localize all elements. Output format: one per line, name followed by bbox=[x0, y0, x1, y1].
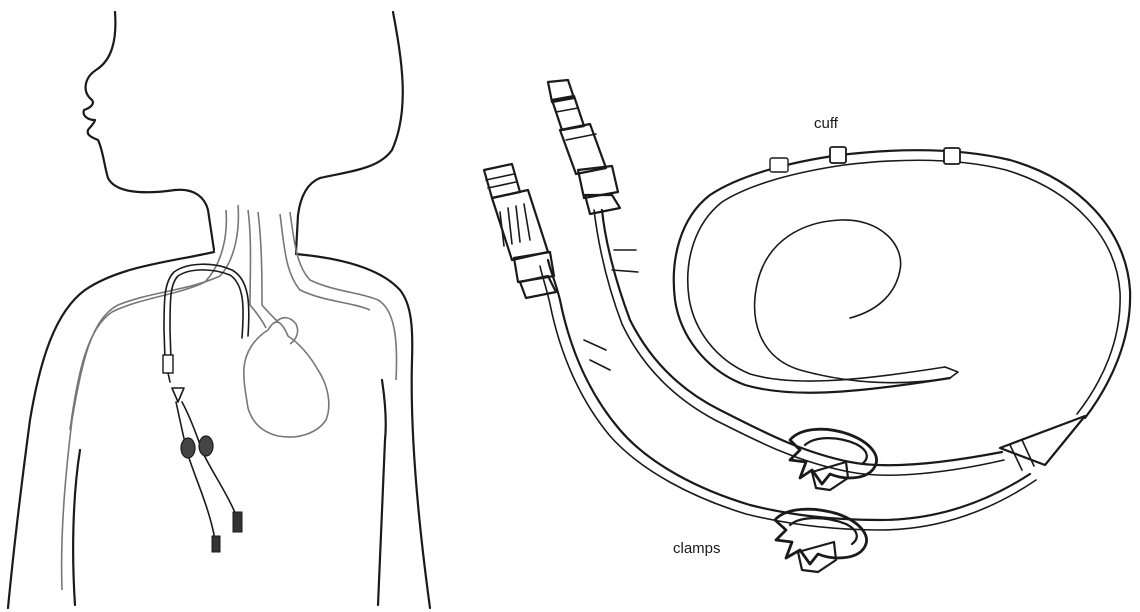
catheter-y-junction bbox=[1000, 416, 1085, 465]
clamp-lower-loop bbox=[790, 518, 857, 544]
loop-cuff-3 bbox=[770, 158, 788, 172]
body-clamp-left bbox=[181, 438, 195, 458]
catheter-tip bbox=[945, 367, 958, 378]
child-face-outline bbox=[84, 12, 214, 250]
catheter-lumen-right bbox=[182, 402, 236, 515]
child-back-head-outline bbox=[296, 12, 403, 252]
connector-lower bbox=[484, 164, 556, 298]
heart-vessel-top bbox=[276, 318, 298, 344]
child-left-arm-outer bbox=[8, 252, 214, 608]
clamp-upper-loop bbox=[805, 438, 867, 464]
vessel-left-subclavian-inner bbox=[70, 210, 226, 430]
body-hub-left bbox=[212, 536, 220, 552]
connector-lower-ring bbox=[486, 174, 516, 188]
vessel-right-subclavian bbox=[290, 212, 397, 380]
loop-cuff-2 bbox=[944, 148, 960, 164]
lumen-upper-inner bbox=[594, 210, 1004, 475]
body-clamp-right bbox=[199, 436, 213, 456]
connector-lower-nut bbox=[514, 252, 554, 282]
catheter-detail bbox=[484, 80, 1130, 572]
catheter-tunnel bbox=[170, 270, 243, 360]
lumen-lower-inner bbox=[540, 266, 1036, 530]
catheter-cuff-body bbox=[163, 355, 173, 373]
vessel-vena-cava bbox=[250, 305, 278, 328]
child-figure bbox=[8, 12, 430, 608]
heart-outline bbox=[244, 322, 329, 437]
connector-lower-cap bbox=[484, 164, 520, 198]
clamps-label: clamps bbox=[673, 540, 721, 557]
vessel-jugular bbox=[248, 210, 262, 305]
connector-upper-nut bbox=[578, 166, 618, 198]
child-left-arm-inner bbox=[73, 450, 80, 605]
loop-cuff-1 bbox=[830, 147, 846, 163]
catheter-lower-line bbox=[168, 373, 170, 382]
catheter-lumen-left bbox=[176, 402, 215, 540]
catheter-inner-coil bbox=[755, 220, 950, 383]
child-right-arm-inner bbox=[378, 380, 386, 605]
lumen-upper-sleeve bbox=[612, 250, 638, 272]
vessel-left-subclavian bbox=[62, 205, 239, 590]
catheter-outer-loop-inner bbox=[688, 160, 1120, 414]
body-hub-right bbox=[233, 512, 242, 532]
cuff-label: cuff bbox=[814, 115, 838, 132]
implanted-catheter bbox=[163, 264, 249, 552]
connector-upper bbox=[548, 80, 620, 214]
lumen-upper bbox=[602, 210, 1002, 465]
junction-band bbox=[1010, 440, 1034, 470]
lumen-lower-sleeve bbox=[584, 340, 610, 370]
catheter-y-split bbox=[172, 388, 184, 402]
vessel-right-subclavian-inner bbox=[280, 214, 370, 310]
lumen-lower bbox=[548, 260, 1030, 520]
connector-lower-body bbox=[492, 190, 548, 260]
